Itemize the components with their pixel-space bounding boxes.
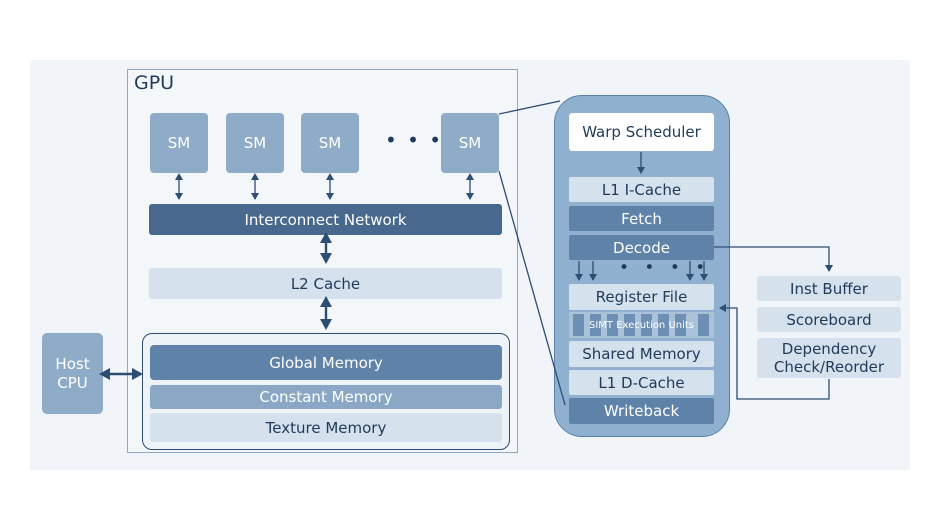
interconnect-network: Interconnect Network <box>149 204 502 235</box>
global-memory: Global Memory <box>150 345 502 380</box>
simt-execution-units: SIMT Execution Units <box>588 319 695 331</box>
sm-block-3: SM <box>301 113 359 173</box>
simt-unit-5 <box>641 314 652 336</box>
register-file: Register File <box>569 284 714 310</box>
decode-dots: • • • • <box>619 258 711 278</box>
zoom-line-top <box>498 100 561 115</box>
decode-instbuffer-link <box>714 246 833 272</box>
l2-cache: L2 Cache <box>149 268 502 299</box>
sm-ellipsis: • • • <box>385 128 444 152</box>
decode-stage: Decode <box>569 235 714 260</box>
simt-unit-2 <box>590 314 601 336</box>
simt-unit-1 <box>573 314 584 336</box>
simt-unit-4 <box>624 314 635 336</box>
simt-unit-8 <box>698 314 709 336</box>
simt-unit-3 <box>607 314 618 336</box>
dependency-register-link <box>719 304 830 400</box>
fetch-stage: Fetch <box>569 206 714 231</box>
zoom-line-bottom <box>498 170 566 406</box>
l1-icache: L1 I-Cache <box>569 177 714 202</box>
host-cpu: Host CPU <box>42 333 103 414</box>
sm-block-4: SM <box>441 113 499 173</box>
sm-block-2: SM <box>226 113 284 173</box>
host-cpu-line2: CPU <box>57 373 88 392</box>
warp-scheduler: Warp Scheduler <box>569 113 714 151</box>
dependency-check: Dependency Check/Reorder <box>757 338 901 378</box>
scoreboard: Scoreboard <box>757 307 901 332</box>
inst-buffer: Inst Buffer <box>757 276 901 301</box>
sm-block-1: SM <box>150 113 208 173</box>
dependency-line2: Check/Reorder <box>773 358 885 376</box>
dependency-line1: Dependency <box>781 340 877 358</box>
simt-unit-6 <box>658 314 669 336</box>
writeback-stage: Writeback <box>569 398 714 424</box>
constant-memory: Constant Memory <box>150 385 502 409</box>
host-cpu-line1: Host <box>55 354 90 373</box>
shared-memory: Shared Memory <box>569 341 714 367</box>
gpu-title: GPU <box>134 72 175 94</box>
texture-memory: Texture Memory <box>150 413 502 442</box>
simt-unit-7 <box>675 314 686 336</box>
l1-dcache: L1 D-Cache <box>569 370 714 395</box>
